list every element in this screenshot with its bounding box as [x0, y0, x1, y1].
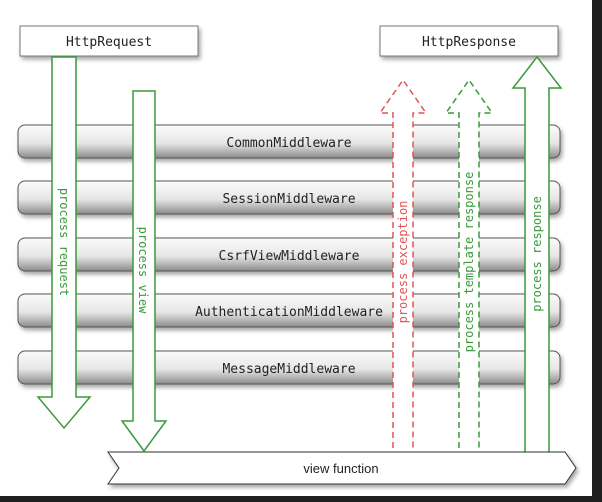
http-request-label: HttpRequest [66, 35, 152, 50]
process-view-arrow [120, 90, 168, 453]
process-exception-arrow [378, 78, 428, 459]
process-request-label: process request [57, 188, 71, 296]
view-function-banner [107, 451, 577, 485]
process-template-response-arrow [444, 78, 494, 459]
process-view-label: process view [136, 227, 150, 314]
http-response-label: HttpResponse [422, 35, 516, 50]
middleware-label-common: CommonMiddleware [226, 136, 351, 151]
process-response-label: process response [530, 196, 544, 312]
process-exception-label: process exception [396, 201, 410, 324]
frame-edge [592, 0, 602, 502]
middleware-label-session: SessionMiddleware [222, 192, 355, 207]
http-response-box [379, 25, 559, 57]
process-template-response-label: process template response [462, 172, 476, 353]
middleware-label-message: MessageMiddleware [222, 362, 355, 377]
process-request-arrow [36, 56, 92, 430]
middleware-label-authentication: AuthenticationMiddleware [195, 305, 383, 320]
middleware-label-csrf: CsrfViewMiddleware [219, 249, 360, 264]
frame-edge [0, 496, 602, 502]
view-function-label: view function [303, 461, 378, 476]
http-request-box [19, 25, 199, 57]
process-response-arrow [511, 55, 563, 459]
